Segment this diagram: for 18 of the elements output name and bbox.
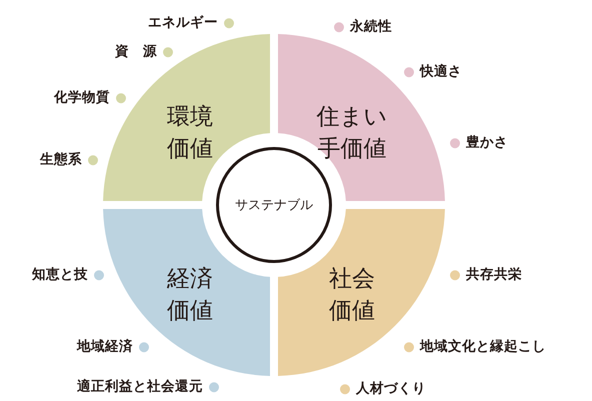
quadrant-title: 社会価値 bbox=[329, 264, 375, 326]
quadrant-title: 経済価値 bbox=[167, 264, 213, 326]
value-item-label: 適正利益と社会還元 bbox=[77, 380, 203, 394]
value-item-label: 地域経済 bbox=[77, 340, 133, 354]
value-item-label: 人材づくり bbox=[356, 382, 426, 396]
value-item-label: 資 源 bbox=[115, 45, 157, 59]
value-item-label: 快適さ bbox=[420, 65, 462, 79]
quadrant-title: 環境価値 bbox=[167, 102, 213, 164]
value-item-label: 生態系 bbox=[40, 153, 82, 167]
value-item-label: 化学物質 bbox=[54, 91, 110, 105]
value-item-label: 共存共栄 bbox=[466, 268, 522, 282]
quadrant-title: 住まい手価値 bbox=[316, 102, 388, 164]
value-item-label: 永続性 bbox=[350, 20, 392, 34]
value-item-label: エネルギー bbox=[148, 16, 218, 30]
value-item-label: 豊かさ bbox=[466, 136, 508, 150]
value-item-label: 地域文化と縁起こし bbox=[420, 340, 546, 354]
value-item-label: 知恵と技 bbox=[32, 268, 88, 282]
center-title: サステナブル bbox=[235, 197, 313, 214]
